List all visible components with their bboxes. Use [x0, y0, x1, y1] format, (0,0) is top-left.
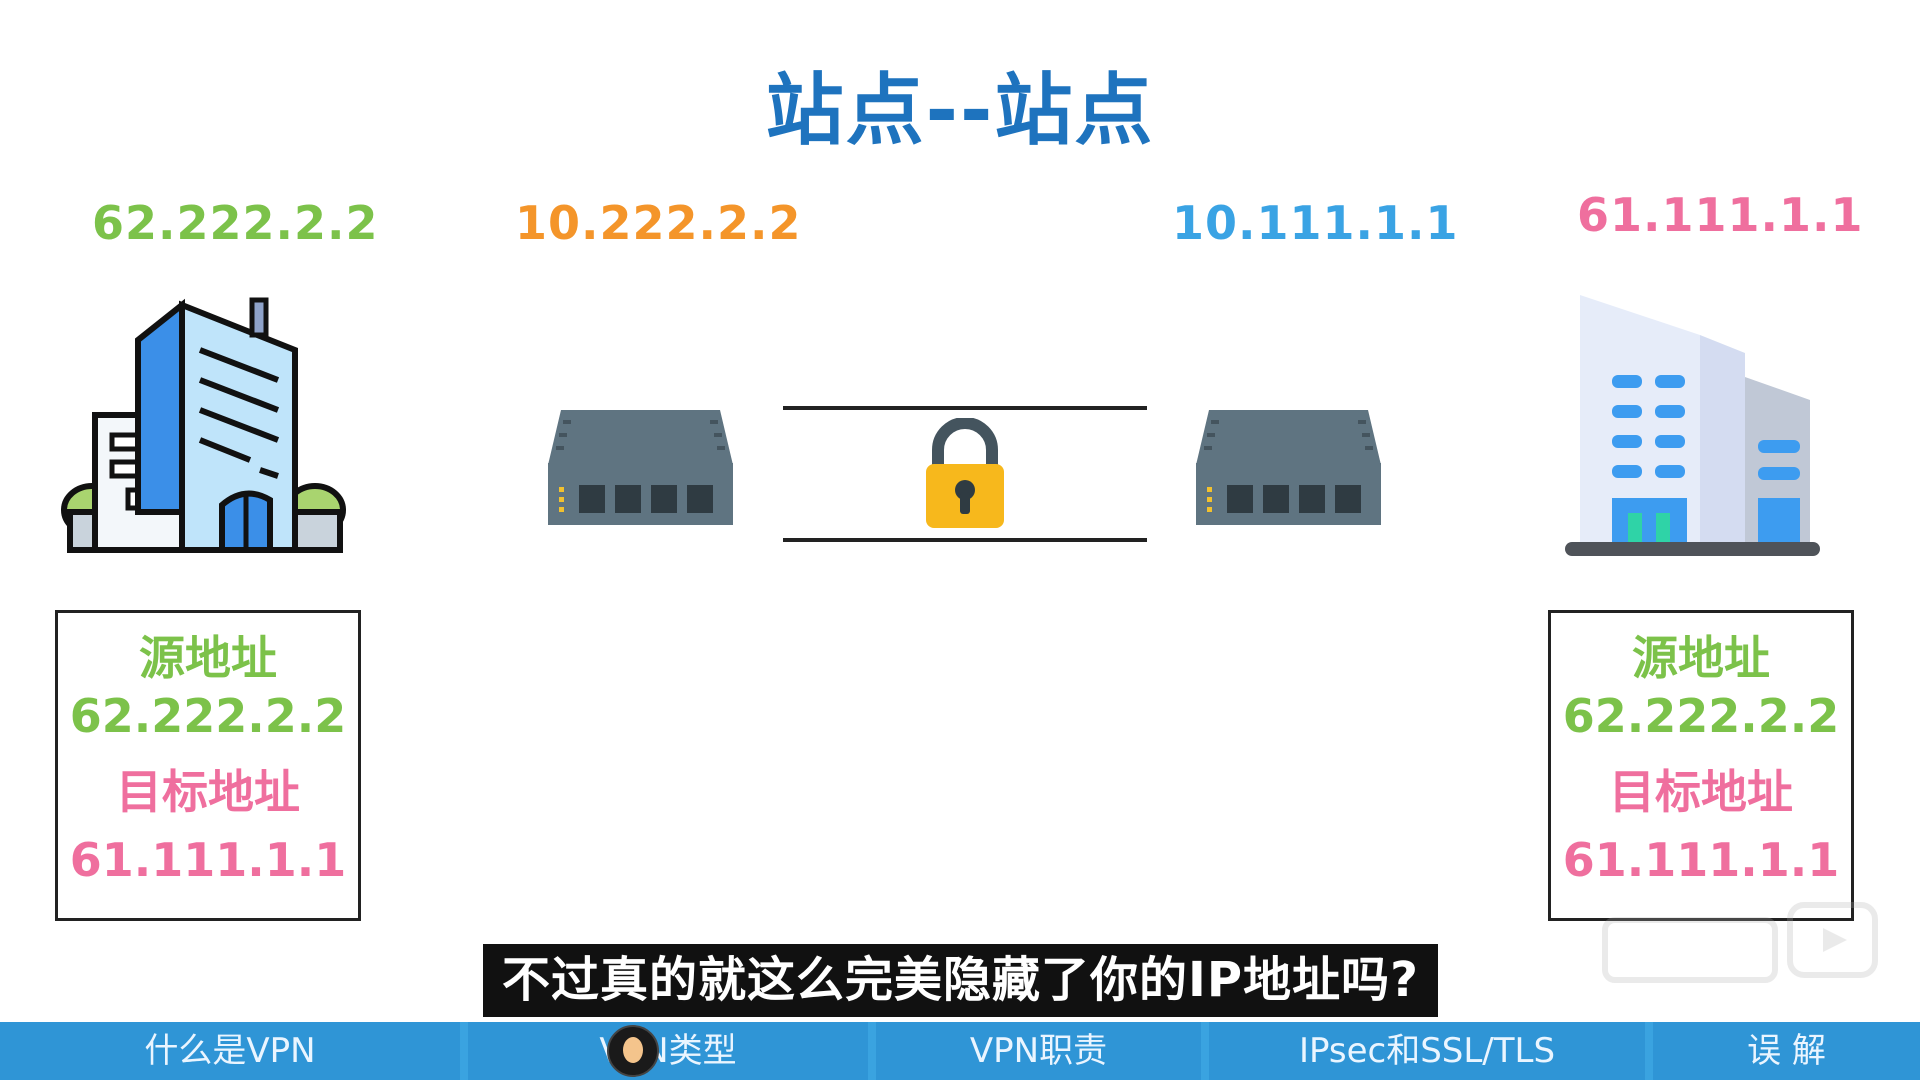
source-address-value: 62.222.2.2	[69, 689, 347, 743]
left-router-ip: 10.222.2.2	[515, 196, 802, 250]
source-address-label: 源地址	[139, 631, 277, 685]
left-address-box: 源地址 62.222.2.2 目标地址 61.111.1.1	[55, 610, 361, 921]
office-building-icon	[61, 297, 346, 553]
right-router-ip: 10.111.1.1	[1172, 196, 1459, 250]
left-site-ip: 62.222.2.2	[92, 196, 379, 250]
destination-address-value: 61.111.1.1	[1562, 833, 1840, 887]
chapter-ipsec-ssl-tls[interactable]: IPsec和SSL/TLS	[1209, 1022, 1645, 1080]
chapter-misconceptions[interactable]: 误 解	[1653, 1022, 1920, 1080]
office-building-icon	[1565, 295, 1820, 556]
page-title: 站点--站点	[765, 66, 1155, 156]
right-site-ip: 61.111.1.1	[1577, 188, 1864, 242]
subtitle-caption: 不过真的就这么完美隐藏了你的IP地址吗?	[483, 944, 1438, 1017]
destination-address-value: 61.111.1.1	[69, 833, 347, 887]
bilibili-watermark-logo	[1602, 902, 1878, 983]
chapter-nav-bar: 什么是VPN VPN类型 VPN职责 IPsec和SSL/TLS 误 解	[0, 1022, 1920, 1080]
chapter-what-is-vpn[interactable]: 什么是VPN	[0, 1022, 460, 1080]
router-icon	[1196, 410, 1381, 525]
source-address-value: 62.222.2.2	[1562, 689, 1840, 743]
chapter-vpn-types[interactable]: VPN类型	[468, 1022, 868, 1080]
destination-address-label: 目标地址	[1609, 765, 1793, 819]
padlock-icon	[926, 418, 1004, 528]
source-address-label: 源地址	[1632, 631, 1770, 685]
tunnel-bottom-line	[783, 538, 1147, 542]
destination-address-label: 目标地址	[116, 765, 300, 819]
router-icon	[548, 410, 733, 525]
right-address-box: 源地址 62.222.2.2 目标地址 61.111.1.1	[1548, 610, 1854, 921]
progress-knob[interactable]	[607, 1025, 659, 1077]
avatar-icon	[623, 1037, 643, 1063]
chapter-vpn-duties[interactable]: VPN职责	[876, 1022, 1201, 1080]
tunnel-top-line	[783, 406, 1147, 410]
